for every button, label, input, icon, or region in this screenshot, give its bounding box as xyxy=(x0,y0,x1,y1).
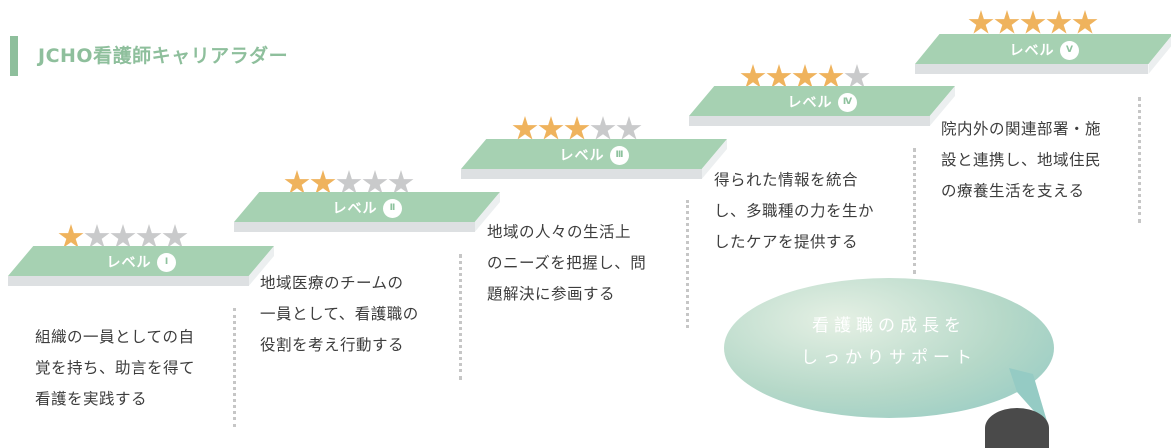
level-2-label: レベル xyxy=(332,201,378,217)
level-2-stars xyxy=(284,170,414,196)
divider-line xyxy=(233,308,236,427)
star-filled-icon xyxy=(1046,10,1072,34)
level-2-description: 地域医療のチームの 一員として、看護職の 役割を考え行動する xyxy=(260,274,419,354)
level-1-description: 組織の一員としての自 覚を持ち、助言を得て 看護を実践する xyxy=(35,328,196,408)
divider-line xyxy=(686,200,689,328)
level-5-step: レベル V xyxy=(915,34,1171,80)
level-2-step: レベル II xyxy=(234,192,500,238)
level-4-roman-badge: IV xyxy=(837,92,857,112)
level-2-roman-badge: II xyxy=(382,198,402,218)
level-1-stars xyxy=(58,224,188,250)
level-4-step: レベル IV xyxy=(689,86,955,132)
level-5-description: 院内外の関連部署・施 設と連携し、地域住民 の療養生活を支える xyxy=(941,120,1102,200)
star-filled-icon xyxy=(1020,10,1046,34)
level-1-step: レベル I xyxy=(8,246,274,292)
nurse-illustration xyxy=(985,408,1049,448)
bubble-line-2: しっかりサポート xyxy=(801,348,977,368)
level-4-label: レベル xyxy=(787,95,833,111)
divider-line xyxy=(459,254,462,380)
level-4-description: 得られた情報を統合 し、多職種の力を生か したケアを提供する xyxy=(714,171,875,251)
divider-line xyxy=(1138,97,1141,223)
star-filled-icon xyxy=(1072,10,1098,34)
page-title: JCHO看護師キャリアラダー xyxy=(10,36,288,76)
speech-bubble: 看護職の成長を しっかりサポート xyxy=(724,278,1054,433)
star-filled-icon xyxy=(994,10,1020,34)
level-1-label: レベル xyxy=(106,255,152,271)
bubble-line-1: 看護職の成長を xyxy=(812,316,966,336)
level-5-stars xyxy=(968,10,1098,36)
level-3-step: レベル III xyxy=(461,139,727,185)
star-filled-icon xyxy=(968,10,994,34)
level-4-stars xyxy=(740,64,870,90)
level-5-label: レベル xyxy=(1009,43,1055,59)
level-5-roman-badge: V xyxy=(1059,40,1079,60)
divider-line xyxy=(913,148,916,274)
level-3-description: 地域の人々の生活上 のニーズを把握し、問 題解決に参画する xyxy=(487,223,647,303)
level-3-stars xyxy=(512,116,642,142)
level-3-label: レベル xyxy=(559,148,605,164)
level-3-roman-badge: III xyxy=(609,145,629,165)
level-1-roman-badge: I xyxy=(156,252,176,272)
